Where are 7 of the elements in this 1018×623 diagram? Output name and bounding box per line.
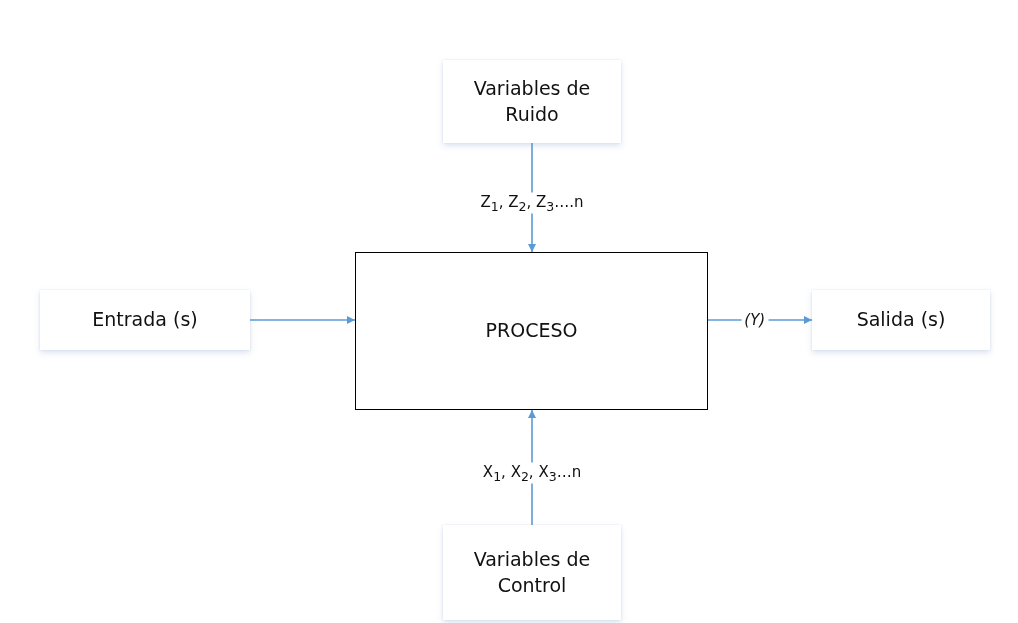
process-box: PROCESO — [355, 252, 708, 410]
input-box: Variables de Ruido — [443, 60, 621, 143]
edge-label: (Y) — [741, 311, 769, 329]
input-box: Variables de Control — [443, 525, 621, 620]
input-box: Salida (s) — [812, 290, 990, 350]
arrow — [249, 316, 356, 324]
input-box: Entrada (s) — [40, 290, 250, 350]
